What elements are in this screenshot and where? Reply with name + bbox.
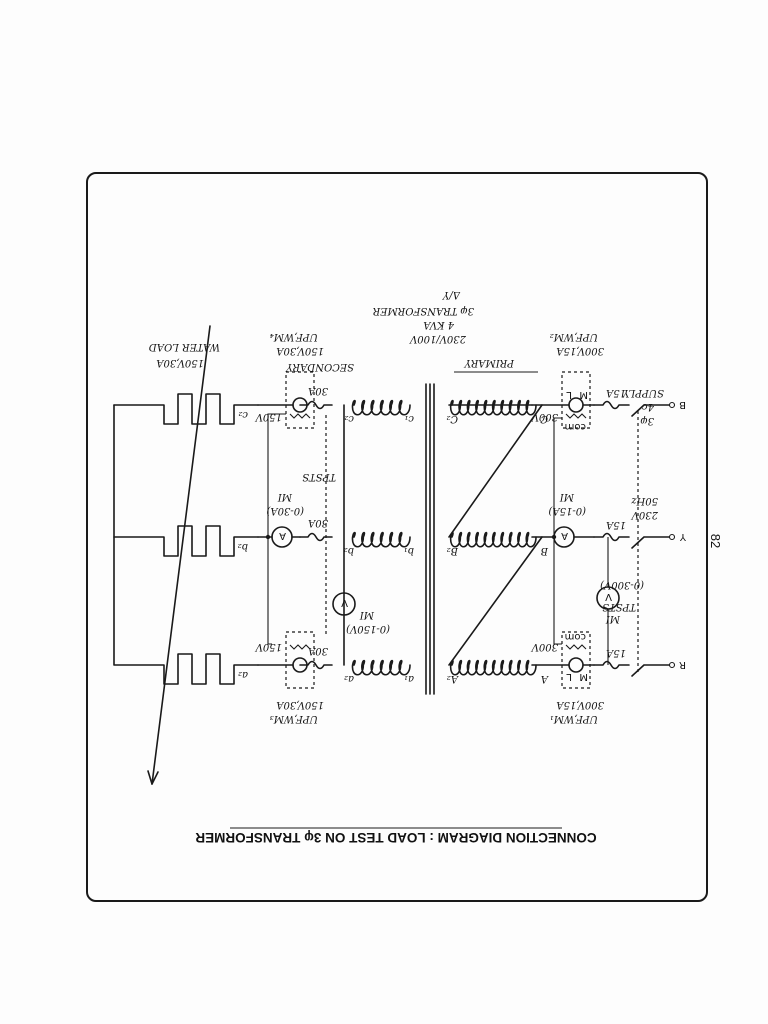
phase-Y-label: Y [679,531,687,542]
fuse-R-rating: 15A [606,647,626,658]
wm3-type: UPF,WM₃ [270,713,318,724]
wm1-rating: 300V,15A [556,699,604,710]
terminal-C2: C₂ [446,413,458,424]
wm2-L: L [566,389,572,400]
primary-tpst-switch: TPSTS [602,404,670,677]
primary-winding-A: A A₂ [447,659,549,684]
terminal-R [668,661,676,669]
supply-voltage: 230V [630,509,659,520]
secondary-winding-a: a₁ a₂ [344,659,414,684]
terminal-a1: a₁ [404,673,414,684]
supply-label: SUPPLY [621,387,664,398]
terminal-B2: B₂ [447,545,459,556]
primary-ammeter-type: MI [559,491,575,502]
primary-winding-B: B B₂ [447,531,549,556]
load-terminal-a2: a₂ [238,669,248,680]
phase-R-label: R [679,659,686,670]
transformer-voltage: 230V/100V [408,333,467,344]
secondary-fuses: 30A 30A 30A [299,385,333,670]
primary-ammeter-range: (0-15A) [548,505,586,516]
wm2-type: UPF,WM₂ [550,331,598,342]
transformer-connection: Δ/Y [441,289,461,300]
water-load: a₂ b₂ c₂ 150V,30A WATER LOAD [113,325,259,785]
wm1-pc-voltage: 300V [530,641,558,652]
supply-label-phase: 3φ [641,415,654,426]
phase-B-label: B [679,399,686,410]
sec-fuse-a-rating: 30A [308,645,328,656]
wm3-rating: 150V,30A [276,699,324,710]
load-rating: 150V,30A [156,357,204,368]
secondary-winding-b: b₁ b₂ [344,531,414,556]
arrow-head [147,770,159,785]
load-variable-arrow [151,325,211,785]
supply-label-wires: 4c [642,401,655,412]
terminal-A2: A₂ [447,673,459,684]
delta-links [448,404,543,666]
secondary-pc-junction [265,534,271,540]
secondary-voltmeter-range: (0-150V) [346,623,390,634]
wm1-type: UPF,WM₁ [550,713,598,724]
sec-fuse-c-rating: 30A [308,385,328,396]
tpst-label-primary: TPSTS [602,601,636,612]
fuse-B-rating: 15A [606,387,626,398]
terminal-b2: b₂ [344,545,354,556]
wm1-com: com [565,631,586,642]
sec-fuse-b-rating: 30A [308,517,328,528]
secondary-label: SECONDARY [285,361,354,372]
load-terminal-b2: b₂ [238,541,248,552]
page-number: 82 [708,533,723,549]
secondary-voltmeter-type: MI [359,609,375,620]
transformer-core [425,383,435,695]
tpst-label-secondary: TPSTS [302,471,336,482]
diagram-frame [86,172,708,902]
load-terminal-c2: c₂ [238,409,248,420]
wm1-L: L [566,671,572,682]
primary-voltmeter: V (0-300V) MI [596,537,644,665]
terminal-C: C [540,413,548,424]
secondary-voltmeter: V (0-150V) MI [332,592,390,634]
terminal-B: B [541,545,549,556]
transformer-rating: 4 KVA [423,319,455,330]
rotated-drawing: CONNECTION DIAGRAM : LOAD TEST ON 3φ TRA… [113,289,687,845]
terminal-A: A [541,673,549,684]
secondary-voltmeter-symbol: V [341,597,348,608]
transformer-type: 3φ TRANSFORMER [372,305,474,316]
wm4-rating: 150V,30A [276,345,324,356]
fuse-Y-rating: 15A [606,519,626,530]
load-label: WATER LOAD [149,341,220,352]
terminal-Y [668,533,676,541]
wm2-rating: 300V,15A [556,345,604,356]
terminal-c1: c₁ [404,413,414,424]
primary-fuses: 15A 15A 15A [593,387,630,670]
supply-frequency: 50Hz [631,495,658,506]
terminal-c2: c₂ [344,413,354,424]
wattmeter-2: 300V,15A UPF,WM₂ M L com 300V [530,331,604,432]
wattmeter-4: 150V,30A UPF,WM₄ 150V [254,331,324,429]
wm4-type: UPF,WM₄ [270,331,318,342]
wm3-pc-voltage: 150V [254,641,282,652]
terminal-a2: a₂ [344,673,354,684]
primary-label: PRIMARY [463,357,515,368]
wm1-M: M [579,671,588,682]
primary-ammeter-symbol: A [561,530,568,541]
primary-voltmeter-symbol: V [605,591,612,602]
primary-voltmeter-range: (0-300V) [600,579,644,590]
secondary-ammeter: A (0-30A) MI [257,491,304,548]
diagram-title: CONNECTION DIAGRAM : LOAD TEST ON 3φ TRA… [195,830,596,845]
secondary-ammeter-symbol: A [279,530,286,541]
primary-voltmeter-type: MI [605,613,621,624]
terminal-B [668,401,676,409]
wattmeter-3: 150V,30A UPF,WM₃ 150V [254,631,324,724]
secondary-pc-link [267,413,286,645]
terminal-b1: b₁ [404,545,414,556]
secondary-ammeter-type: MI [277,491,293,502]
wm2-pc-voltage: 300V [530,411,558,422]
wm2-com: com [565,421,586,432]
wm2-M: M [579,389,588,400]
secondary-ammeter-range: (0-30A) [266,505,304,516]
secondary-winding-c: c₁ c₂ [344,399,414,424]
